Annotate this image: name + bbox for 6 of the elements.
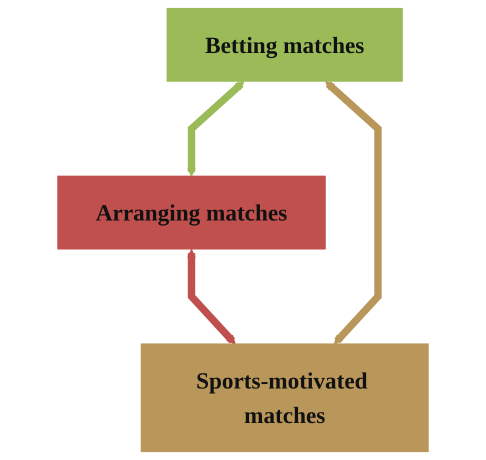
node-box: Betting matches [166, 8, 403, 82]
arrow [186, 249, 236, 344]
arrow [325, 81, 382, 344]
arrow [186, 81, 244, 177]
node-box: Arranging matches [57, 176, 326, 250]
node-box: Sports-motivated matches [140, 343, 429, 452]
